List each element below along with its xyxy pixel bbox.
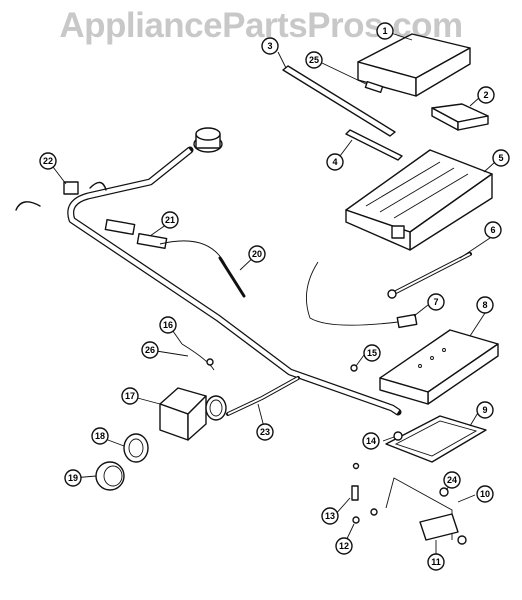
part-18-bezel bbox=[123, 433, 149, 463]
gas-pipe bbox=[67, 146, 402, 416]
svg-text:1: 1 bbox=[382, 26, 387, 36]
part-21-terminal-blocks bbox=[104, 218, 168, 250]
callout-9: 9 bbox=[476, 401, 494, 419]
callout-13: 13 bbox=[321, 507, 339, 525]
svg-text:21: 21 bbox=[165, 215, 175, 225]
svg-text:16: 16 bbox=[163, 320, 173, 330]
svg-text:20: 20 bbox=[252, 249, 262, 259]
callout-10: 10 bbox=[476, 485, 494, 503]
fasteners bbox=[350, 364, 403, 524]
part-19-knob bbox=[95, 461, 125, 491]
callout-26: 26 bbox=[141, 341, 159, 359]
part-5-burner-box bbox=[345, 149, 493, 251]
part-16-26-wire bbox=[181, 343, 215, 371]
svg-text:25: 25 bbox=[309, 55, 319, 65]
svg-text:5: 5 bbox=[498, 153, 503, 163]
svg-text:23: 23 bbox=[260, 427, 270, 437]
svg-text:6: 6 bbox=[490, 225, 495, 235]
callout-18: 18 bbox=[91, 427, 109, 445]
svg-text:13: 13 bbox=[325, 511, 335, 521]
svg-text:4: 4 bbox=[332, 157, 337, 167]
callout-8: 8 bbox=[476, 296, 494, 314]
part-17-valve bbox=[159, 387, 227, 441]
svg-text:2: 2 bbox=[483, 90, 488, 100]
svg-text:7: 7 bbox=[433, 297, 438, 307]
callout-19: 19 bbox=[64, 469, 82, 487]
callout-2: 2 bbox=[477, 86, 495, 104]
part-6-rod bbox=[387, 252, 472, 299]
svg-text:12: 12 bbox=[339, 541, 349, 551]
callout-20: 20 bbox=[248, 245, 266, 263]
svg-text:15: 15 bbox=[367, 348, 377, 358]
pipe-valve bbox=[193, 127, 223, 153]
part-7-terminal bbox=[396, 313, 418, 329]
watermark: AppliancePartsPros.com bbox=[59, 6, 463, 45]
part-2-bracket bbox=[431, 103, 489, 131]
callout-21: 21 bbox=[161, 211, 179, 229]
svg-text:17: 17 bbox=[125, 391, 135, 401]
svg-text:10: 10 bbox=[480, 489, 490, 499]
part-25-clip bbox=[364, 80, 384, 94]
callout-12: 12 bbox=[335, 537, 353, 555]
callout-3: 3 bbox=[261, 37, 279, 55]
part-9-frame bbox=[385, 415, 487, 463]
svg-text:19: 19 bbox=[68, 473, 78, 483]
part-4-strip bbox=[345, 129, 403, 161]
part-10-11-24-switch bbox=[385, 477, 467, 545]
callout-4: 4 bbox=[326, 153, 344, 171]
part-22-connector bbox=[15, 181, 107, 211]
part-3-strip bbox=[282, 65, 396, 137]
svg-text:26: 26 bbox=[145, 345, 155, 355]
callout-23: 23 bbox=[256, 423, 274, 441]
callout-7: 7 bbox=[427, 293, 445, 311]
svg-text:3: 3 bbox=[267, 41, 272, 51]
callout-6: 6 bbox=[484, 221, 502, 239]
svg-text:18: 18 bbox=[95, 431, 105, 441]
callout-11: 11 bbox=[427, 553, 445, 571]
svg-text:14: 14 bbox=[366, 436, 376, 446]
callout-24: 24 bbox=[443, 471, 461, 489]
callout-5: 5 bbox=[492, 149, 510, 167]
part-1-cover-panel bbox=[357, 33, 471, 97]
callout-15: 15 bbox=[363, 344, 381, 362]
svg-text:8: 8 bbox=[482, 300, 487, 310]
callout-16: 16 bbox=[159, 316, 177, 334]
callout-1: 1 bbox=[376, 22, 394, 40]
svg-text:11: 11 bbox=[431, 557, 441, 567]
part-20-wire bbox=[159, 240, 399, 326]
svg-text:24: 24 bbox=[447, 475, 457, 485]
part-8-bracket-plate bbox=[379, 329, 499, 405]
callout-25: 25 bbox=[305, 51, 323, 69]
part-23-tube bbox=[226, 376, 300, 416]
callout-17: 17 bbox=[121, 387, 139, 405]
svg-text:22: 22 bbox=[43, 156, 53, 166]
callout-22: 22 bbox=[39, 152, 57, 170]
callout-14: 14 bbox=[362, 432, 380, 450]
svg-text:9: 9 bbox=[482, 405, 487, 415]
